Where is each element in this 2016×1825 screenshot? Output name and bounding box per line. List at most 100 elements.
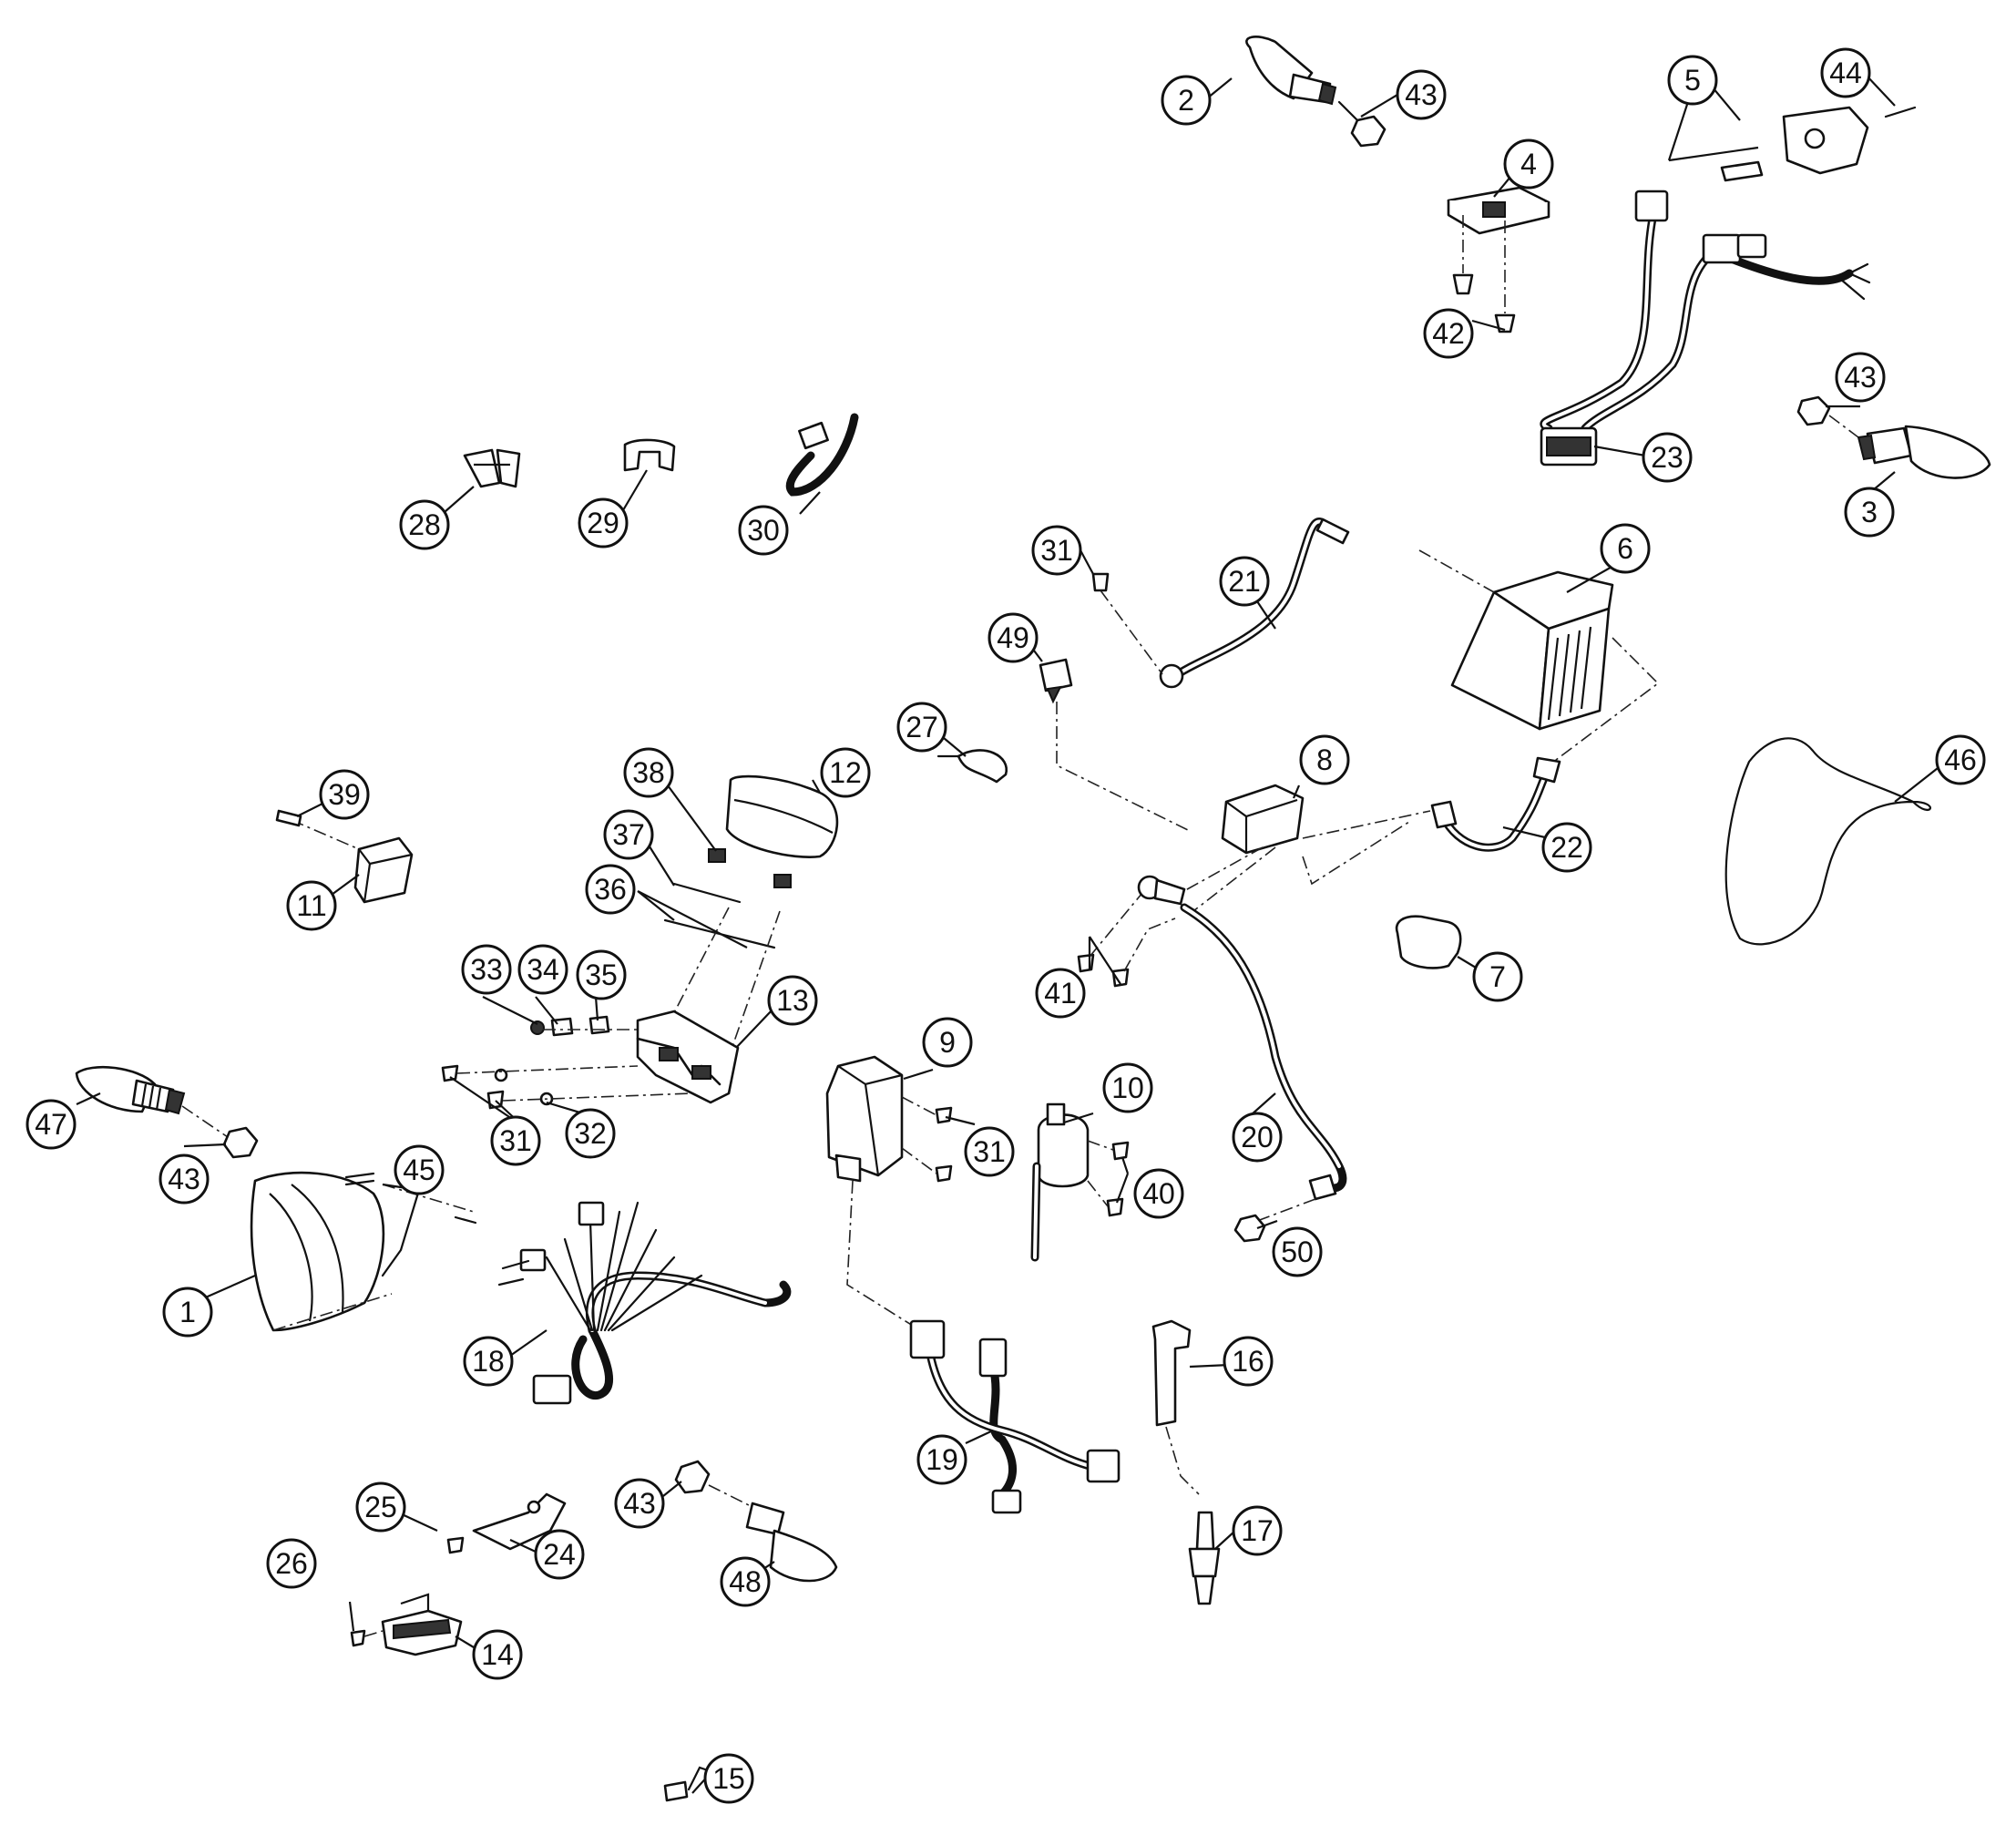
callout-6: 6 [1600, 523, 1651, 574]
spark-plug-part-17 [1188, 1511, 1221, 1605]
svg-text:13: 13 [776, 984, 809, 1017]
battery-cable-part-21 [1159, 518, 1350, 689]
svg-text:26: 26 [275, 1547, 308, 1580]
cable-tie-part-30 [786, 413, 859, 497]
callout-45: 45 [394, 1144, 445, 1195]
bolt-part-31b-32 [441, 1064, 693, 1110]
callout-27: 27 [896, 702, 947, 753]
callout-10: 10 [1102, 1062, 1153, 1113]
svg-text:37: 37 [612, 818, 645, 851]
turn-signal-part-3 [1857, 425, 1991, 479]
svg-text:10: 10 [1111, 1071, 1144, 1104]
callout-31-right: 31 [964, 1126, 1015, 1177]
svg-text:43: 43 [1405, 78, 1438, 111]
ground-cable-part-20 [1137, 875, 1347, 1222]
svg-text:4: 4 [1520, 148, 1537, 180]
svg-text:42: 42 [1432, 317, 1465, 350]
callout-38: 38 [623, 747, 674, 798]
svg-text:34: 34 [527, 953, 559, 986]
svg-text:28: 28 [408, 508, 441, 541]
bracket-part-5 [1668, 106, 1917, 182]
svg-text:31: 31 [499, 1124, 532, 1157]
callout-17: 17 [1232, 1505, 1283, 1556]
callout-46: 46 [1935, 734, 1986, 785]
callout-11: 11 [286, 880, 337, 931]
svg-text:5: 5 [1684, 64, 1701, 97]
svg-text:23: 23 [1651, 441, 1683, 474]
svg-text:14: 14 [481, 1638, 514, 1671]
svg-text:31: 31 [1040, 534, 1073, 567]
callout-33: 33 [461, 944, 512, 995]
callout-43-bottom: 43 [614, 1478, 665, 1529]
headlight-part-1 [250, 1171, 475, 1332]
svg-text:6: 6 [1617, 532, 1633, 565]
svg-text:15: 15 [712, 1762, 745, 1795]
clip-part-28 [463, 448, 521, 488]
svg-text:12: 12 [829, 756, 862, 789]
nut-part-43b [1796, 395, 1859, 438]
callout-47: 47 [26, 1099, 77, 1150]
cable-loop-part-46 [1724, 737, 1932, 946]
svg-text:20: 20 [1241, 1121, 1274, 1153]
svg-text:17: 17 [1241, 1514, 1274, 1547]
callout-21: 21 [1219, 556, 1270, 607]
callout-7: 7 [1472, 951, 1523, 1002]
nut-part-50 [1233, 1214, 1266, 1243]
svg-text:49: 49 [997, 621, 1029, 654]
callout-43-top: 43 [1396, 69, 1447, 120]
relay-part-11 [275, 809, 414, 904]
turn-signal-part-2 [1245, 36, 1337, 106]
svg-text:21: 21 [1228, 565, 1261, 598]
ecu-part-9 [825, 1055, 953, 1331]
svg-text:31: 31 [973, 1135, 1006, 1168]
svg-text:45: 45 [403, 1153, 435, 1186]
spark-plug-cap-part-16 [1151, 1319, 1200, 1495]
nut-part-43d [674, 1460, 757, 1510]
terminal-part-15 [663, 1766, 712, 1802]
callout-39: 39 [319, 769, 370, 820]
callout-18: 18 [463, 1336, 514, 1387]
ignition-coil-part-10 [1030, 1102, 1130, 1262]
bolt-part-31a [1091, 572, 1163, 675]
callout-5: 5 [1667, 55, 1718, 106]
cover-part-7 [1395, 915, 1462, 969]
svg-text:2: 2 [1178, 84, 1194, 117]
leader-lines [76, 74, 1947, 1794]
callout-16: 16 [1223, 1336, 1274, 1387]
svg-text:38: 38 [632, 756, 665, 789]
callout-34: 34 [517, 944, 568, 995]
svg-text:16: 16 [1232, 1345, 1264, 1378]
instrument-cluster-part-12 [708, 774, 839, 888]
callout-30: 30 [738, 505, 789, 556]
callout-22: 22 [1541, 822, 1592, 873]
clamp-part-27 [936, 749, 1008, 784]
callout-42: 42 [1423, 308, 1474, 359]
callout-23: 23 [1642, 432, 1693, 483]
svg-text:43: 43 [168, 1163, 200, 1195]
svg-text:1: 1 [179, 1296, 196, 1328]
cable-part-22 [1430, 756, 1561, 852]
callout-44: 44 [1820, 47, 1871, 98]
callout-41: 41 [1035, 968, 1086, 1019]
svg-text:30: 30 [747, 514, 780, 547]
callout-9: 9 [922, 1017, 973, 1068]
svg-text:40: 40 [1142, 1177, 1175, 1210]
fuse-part-49 [1039, 658, 1191, 832]
svg-text:18: 18 [472, 1345, 505, 1378]
svg-text:19: 19 [926, 1443, 958, 1476]
svg-text:25: 25 [364, 1491, 397, 1523]
svg-text:9: 9 [939, 1026, 956, 1059]
svg-text:50: 50 [1281, 1235, 1314, 1268]
callout-3: 3 [1844, 487, 1895, 538]
callout-4: 4 [1503, 138, 1554, 190]
svg-text:36: 36 [594, 873, 627, 906]
screw-part-45 [344, 1172, 477, 1225]
svg-text:24: 24 [543, 1538, 576, 1571]
callout-15: 15 [703, 1753, 754, 1804]
callout-1: 1 [162, 1287, 213, 1338]
cluster-bracket-part-13 [636, 1010, 740, 1104]
clip-part-29 [623, 438, 676, 472]
turn-signal-part-48 [745, 1502, 838, 1583]
svg-text:43: 43 [1844, 361, 1877, 394]
